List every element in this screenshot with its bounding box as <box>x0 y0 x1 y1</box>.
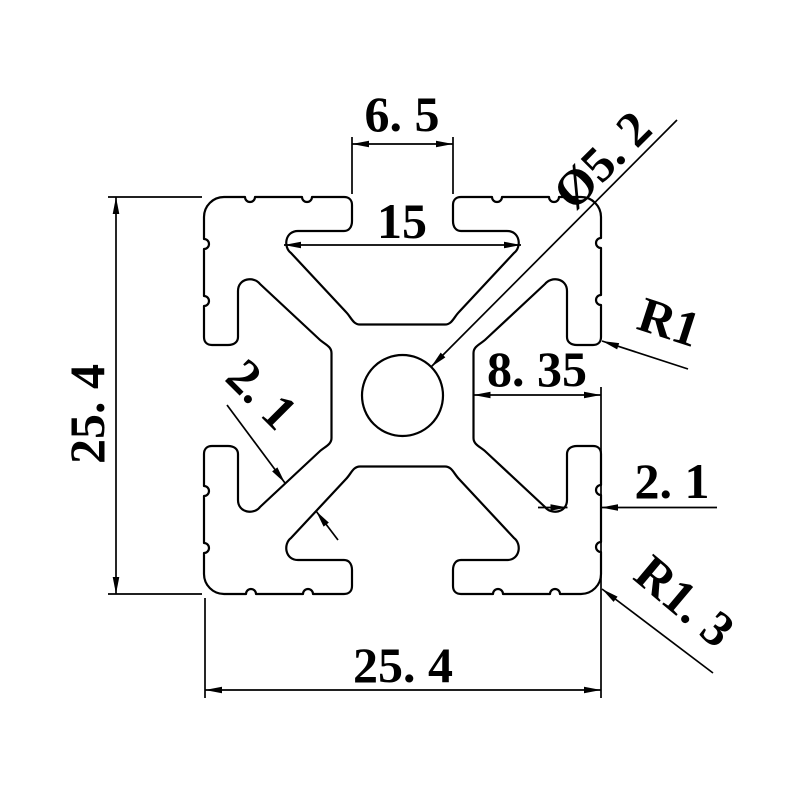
center-hole <box>360 353 445 438</box>
dimension-arrowhead <box>602 341 620 350</box>
dim-slot-opening: 6. 5 <box>365 86 440 142</box>
dimension-arrowhead <box>284 241 301 249</box>
profile-outline <box>202 195 603 596</box>
dim-slot-width: 15 <box>377 193 427 249</box>
dimension-arrowhead <box>112 197 120 214</box>
dim-overall-width: 25. 4 <box>353 637 453 693</box>
dimension-arrowhead <box>550 504 568 511</box>
dimension-arrowhead <box>601 504 618 511</box>
dimension-labels: 6. 5 15 Ø5. 2 R1 8. 35 2. 1 2. 1 R1. 3 2… <box>59 86 745 693</box>
dim-wall-thickness: 2. 1 <box>635 453 710 509</box>
dimension-arrowhead <box>473 391 491 399</box>
dimension-arrowhead <box>504 241 521 249</box>
dimension-arrowhead <box>112 577 120 594</box>
dim-slot-depth: 8. 35 <box>487 341 587 397</box>
dim-hole-diameter: Ø5. 2 <box>542 100 662 220</box>
dim-corner-radius: R1. 3 <box>624 544 745 658</box>
dim-overall-height: 25. 4 <box>59 364 115 464</box>
dimension-arrowhead <box>205 686 222 694</box>
dimension-arrowhead <box>584 391 601 399</box>
dimension-arrowhead <box>316 511 329 527</box>
dim-web-thickness: 2. 1 <box>216 348 309 441</box>
profile-geometry <box>202 195 603 596</box>
dimension-line <box>601 588 714 674</box>
dimension-arrowhead <box>352 140 369 148</box>
dimension-line <box>430 119 678 368</box>
dimension-lines <box>108 119 717 698</box>
dimension-arrowhead <box>272 467 285 483</box>
dimension-arrowhead <box>436 140 453 148</box>
dim-lip-radius: R1 <box>632 286 707 358</box>
dimension-arrowhead <box>431 352 446 367</box>
dimension-arrowhead <box>602 589 618 602</box>
dimension-arrowhead <box>584 686 601 694</box>
